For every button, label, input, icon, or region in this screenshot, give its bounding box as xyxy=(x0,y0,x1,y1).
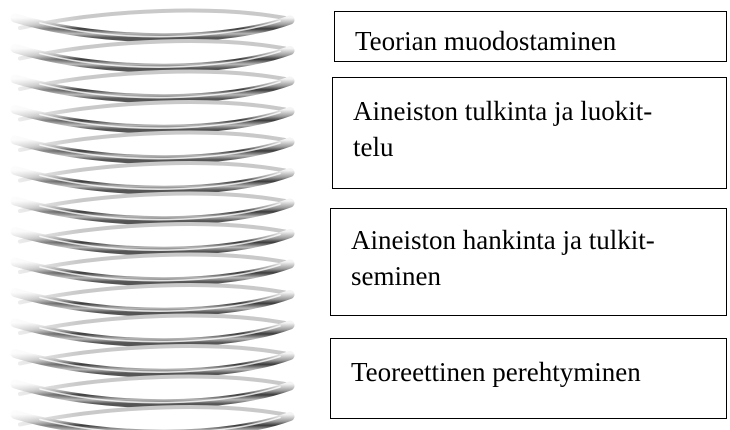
stage-label: Aineiston tulkinta ja luokit- telu xyxy=(353,96,652,162)
stage-label: Teoreettinen perehtyminen xyxy=(351,357,641,387)
stage-label: Aineiston hankinta ja tulkit- seminen xyxy=(351,225,655,291)
stage-box-data-collection: Aineiston hankinta ja tulkit- seminen xyxy=(330,208,727,316)
stage-box-theory-formation: Teorian muodostaminen xyxy=(334,11,727,62)
spring-illustration xyxy=(0,0,320,430)
stage-label: Teorian muodostaminen xyxy=(355,26,616,56)
stage-box-theoretical-familiarization: Teoreettinen perehtyminen xyxy=(330,338,727,419)
stage-box-data-interpretation: Aineiston tulkinta ja luokit- telu xyxy=(332,77,727,189)
